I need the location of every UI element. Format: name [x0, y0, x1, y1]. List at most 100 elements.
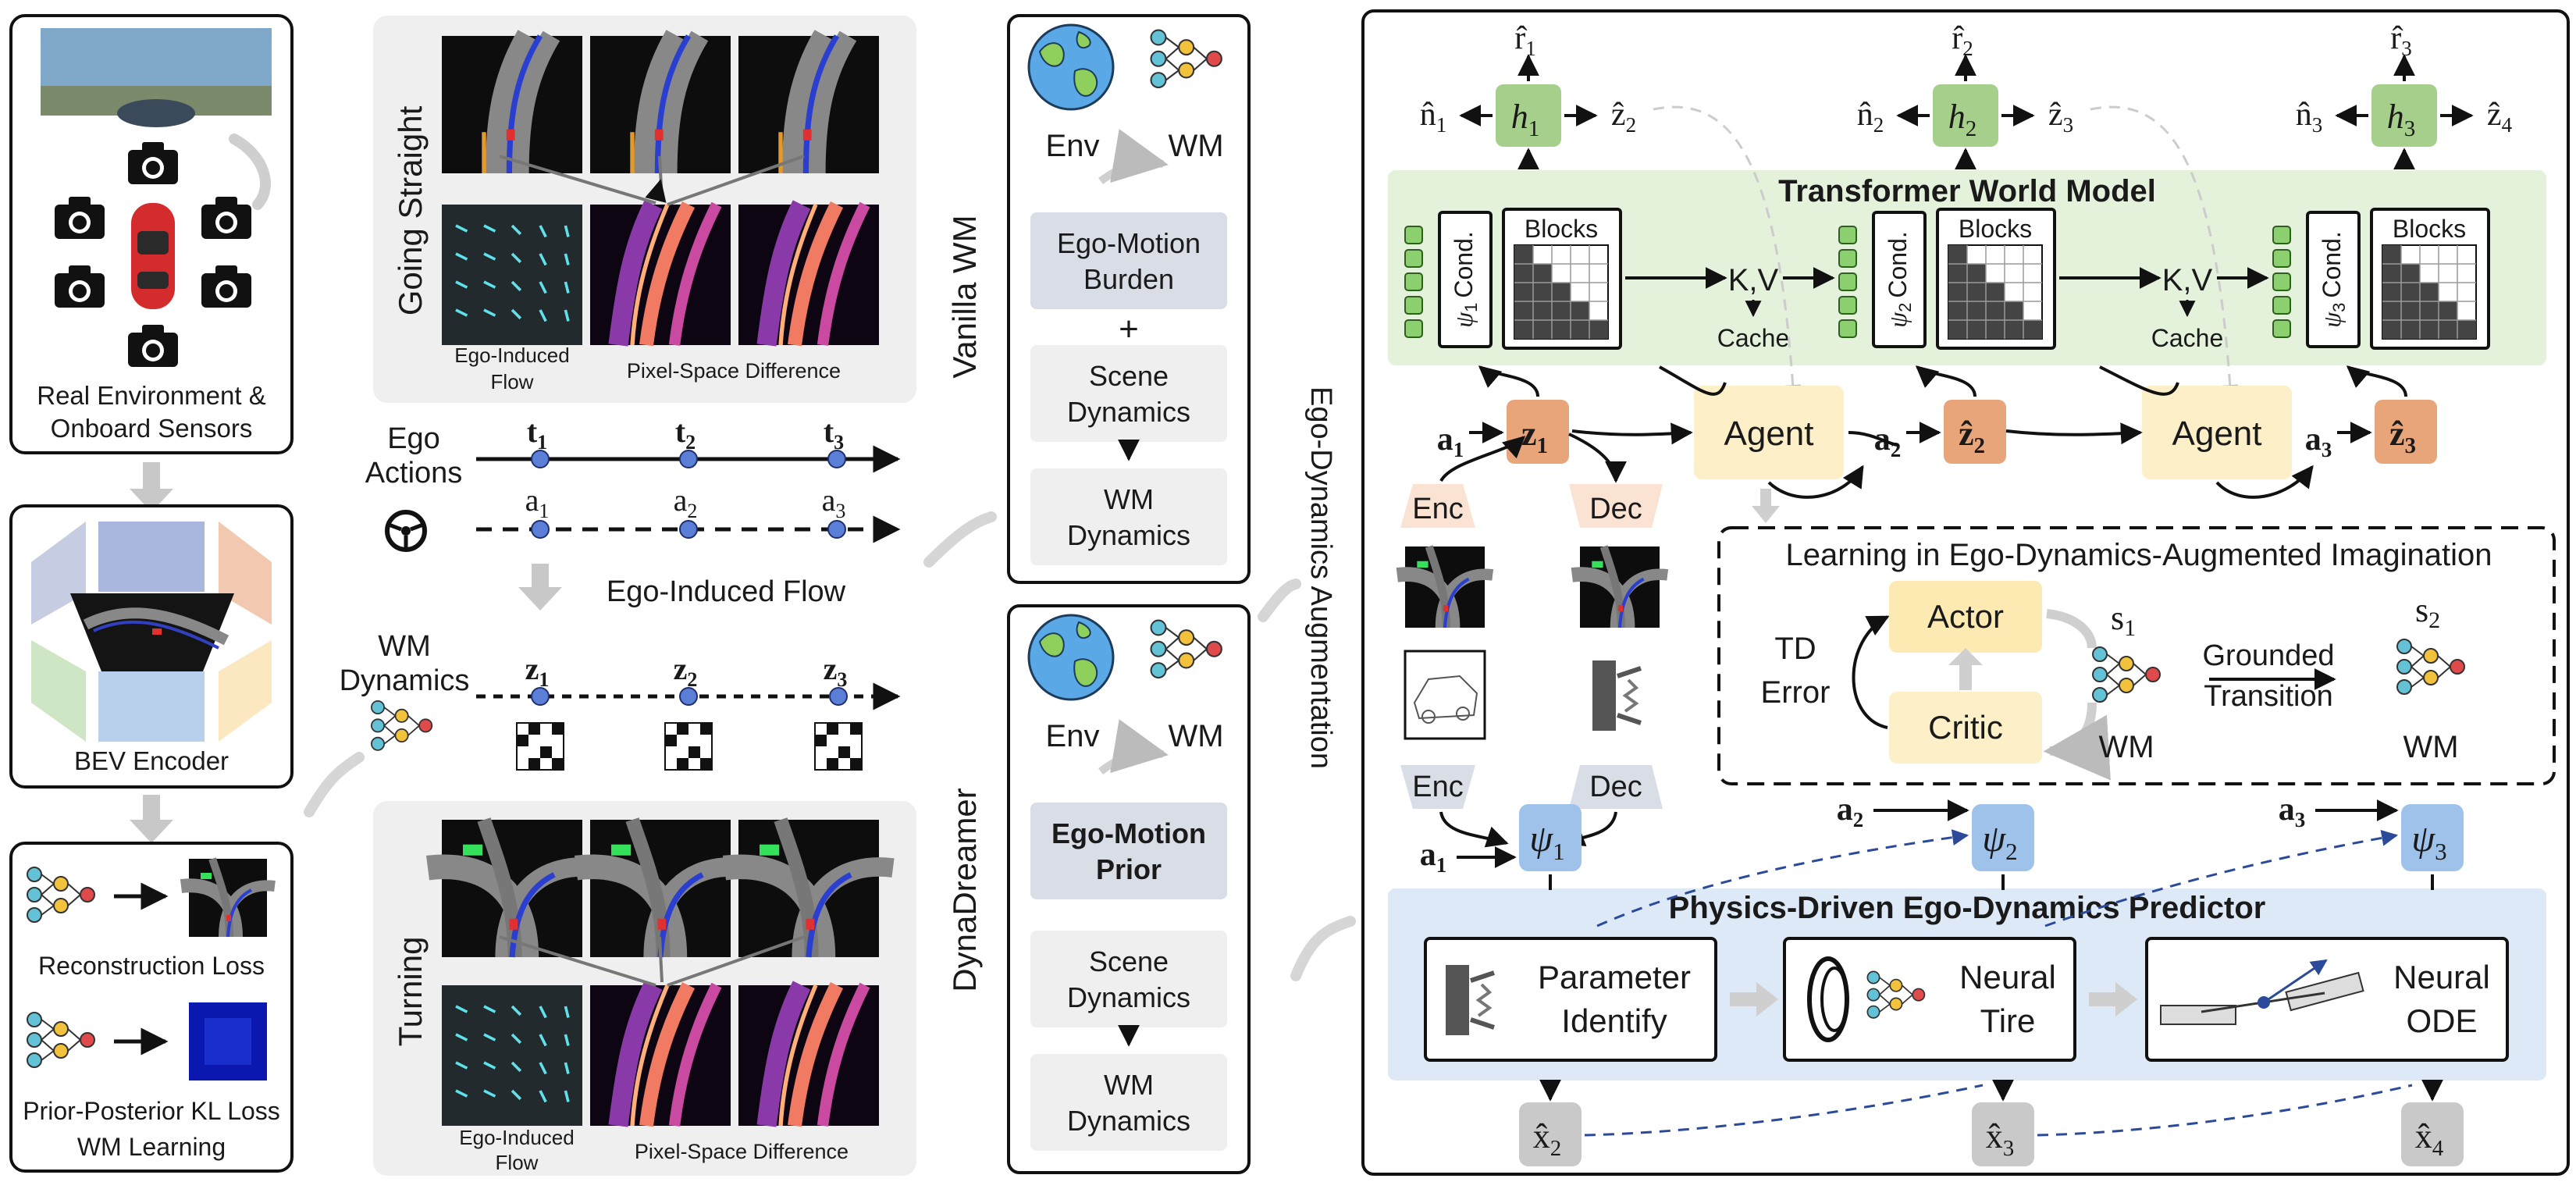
latent-node — [679, 687, 698, 706]
burden-2: Burden — [1083, 263, 1174, 295]
burden-1: Ego-Motion — [1057, 227, 1201, 259]
kl-label: Prior-Posterior KL Loss — [23, 1097, 280, 1125]
psi-box — [1972, 804, 2034, 871]
action-label: a3 — [2279, 792, 2306, 831]
token-square — [1404, 319, 1423, 338]
reward-label: r̂1 — [1514, 20, 1536, 60]
time-label: t3 — [824, 414, 844, 454]
latent-box — [2375, 400, 2437, 464]
token-square — [2272, 249, 2291, 268]
kv-label: K,V — [1728, 263, 1779, 297]
scene-2: Dynamics — [1067, 396, 1190, 428]
continue-label: n̂3 — [2296, 97, 2323, 137]
attention-mask — [2382, 244, 2477, 340]
continue-label: n̂2 — [1857, 97, 1884, 137]
psi-label: ψ3 — [2411, 818, 2446, 865]
actor-box — [1889, 581, 2042, 653]
pixel-diff-image — [738, 985, 879, 1126]
ode-1: Neural — [2393, 959, 2490, 995]
next-latent-label: ẑ3 — [2048, 97, 2073, 137]
wm-dynamics-label-1: WM — [378, 630, 431, 663]
prior-1: Ego-Motion — [1051, 817, 1206, 849]
wmdyn-2: Dynamics — [1067, 519, 1190, 551]
road-frame — [576, 820, 745, 957]
psi-box — [2401, 804, 2464, 871]
ego-flow-image — [440, 984, 584, 1127]
wmdyn-1: WM — [1104, 483, 1154, 515]
next-latent-label: ẑ2 — [1611, 97, 1636, 137]
augmentation-label: Ego-Dynamics Augmentation — [1304, 386, 1337, 769]
dyna-wm: WM — [1168, 719, 1223, 753]
s1-label: s1 — [2111, 599, 2136, 641]
turning-panel: Turning Ego-Induced Flow Pixel-Space Dif… — [373, 801, 916, 1176]
grounded-1: Grounded — [2202, 639, 2334, 672]
dyna-title: DynaDreamer — [946, 788, 983, 992]
latent-label: ẑ3 — [2389, 415, 2416, 458]
kv-label: K,V — [2162, 263, 2213, 297]
param-2: Identify — [1561, 1002, 1667, 1039]
state-label: x̂4 — [2415, 1117, 2444, 1161]
network-icon — [370, 700, 433, 751]
critic-box — [1889, 692, 2042, 764]
bev-label: BEV Encoder — [74, 746, 229, 775]
action-label: a3 — [822, 482, 846, 522]
prior-2: Prior — [1096, 853, 1162, 885]
td-label-2: Error — [1761, 675, 1831, 710]
head-label: h1 — [1511, 98, 1540, 141]
token-square — [1404, 272, 1423, 291]
ego-actions-label-2: Actions — [365, 457, 463, 490]
neural-ode-box: Neural ODE — [2145, 937, 2509, 1062]
ego-actions-label-1: Ego — [387, 422, 440, 455]
flow-arrow-label: Ego-Induced Flow — [607, 575, 846, 608]
ego-prior-box — [1030, 803, 1227, 899]
token-square — [2272, 296, 2291, 315]
latent-label: ẑ2 — [1959, 415, 1985, 458]
latent-label: z3 — [824, 651, 848, 691]
state-label: x̂3 — [1986, 1117, 2015, 1161]
road-frame — [442, 36, 582, 173]
head-label: h2 — [1948, 98, 1977, 141]
car-sketch-image — [1404, 650, 1486, 740]
action-label: a2 — [1837, 792, 1864, 831]
action-label: a1 — [1420, 837, 1447, 877]
steering-wheel-icon — [385, 510, 427, 552]
state-box — [1519, 1102, 1582, 1166]
td-label-1: TD — [1774, 632, 1816, 666]
token-square — [1838, 319, 1857, 338]
actor-label: Actor — [1927, 598, 2004, 635]
ego-flow-label-1: Ego-Induced — [459, 1126, 574, 1149]
ego-flow-label-1: Ego-Induced — [454, 344, 569, 367]
ego-flow-image — [440, 203, 584, 347]
scene-1: Scene — [1089, 945, 1169, 977]
token-square — [1404, 226, 1423, 244]
token-square — [1838, 249, 1857, 268]
recon-image — [181, 859, 275, 937]
time-label: t1 — [527, 414, 547, 454]
head-label: h3 — [2387, 98, 2416, 141]
state-box — [2401, 1102, 2464, 1166]
token-square — [2272, 319, 2291, 338]
encoder: Enc Enc — [1397, 484, 1493, 809]
dynadreamer-architecture: Transformer World Model ψ1Cond.BlocksK,V… — [1361, 9, 2570, 1176]
ego-burden-box — [1030, 212, 1227, 309]
road-frame — [590, 36, 731, 173]
psi-label: ψ1 — [1529, 818, 1564, 865]
road-frame — [724, 820, 893, 957]
agent-box — [1694, 386, 1844, 479]
reward-label: r̂2 — [1952, 20, 1973, 60]
dec-label-2: Dec — [1589, 771, 1642, 803]
token-square — [1838, 296, 1857, 315]
ego-flow-label-2: Flow — [496, 1151, 539, 1174]
flow-arrow — [923, 511, 997, 568]
cond-label: ψ2Cond. — [1884, 231, 1915, 328]
head-box — [1933, 84, 1998, 147]
state-box — [1972, 1102, 2034, 1166]
enc-label: Enc — [1412, 493, 1463, 525]
action-label: a1 — [525, 482, 550, 522]
psi-box — [1519, 804, 1582, 871]
tire-icon — [1807, 956, 1849, 1042]
s2-label: s2 — [2415, 591, 2440, 633]
head-box — [2371, 84, 2437, 147]
